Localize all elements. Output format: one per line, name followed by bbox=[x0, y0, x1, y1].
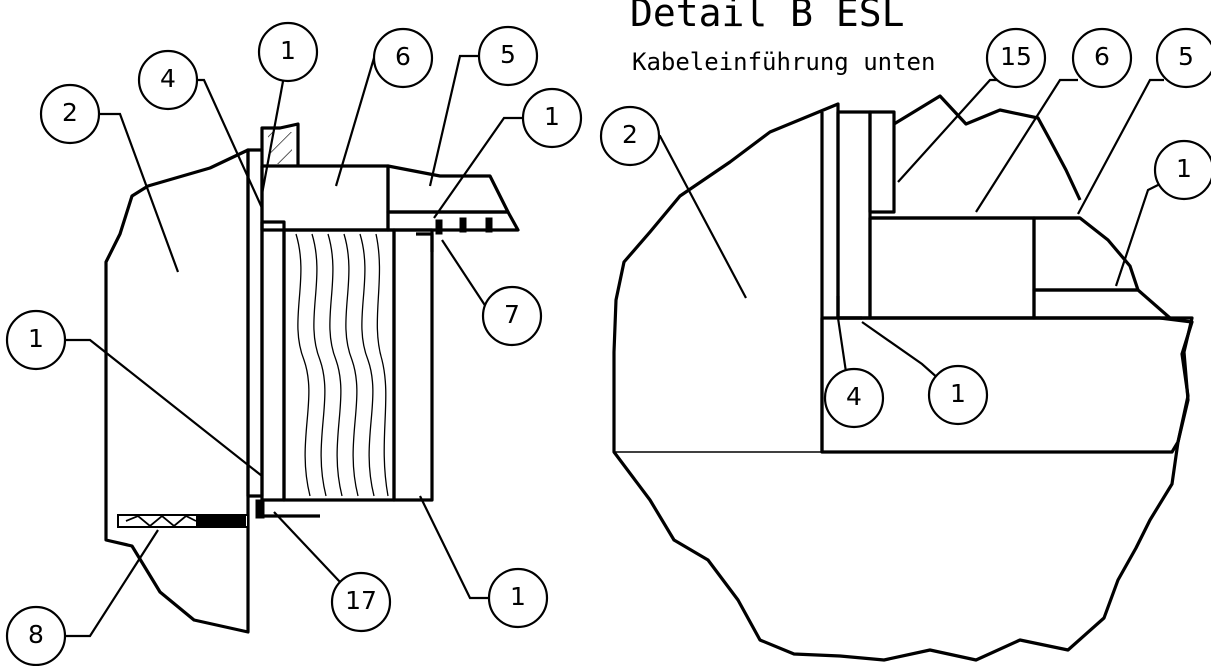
left-frame-right bbox=[392, 228, 434, 502]
callout-label-8: 8 bbox=[28, 620, 44, 649]
leader-line bbox=[897, 78, 1004, 183]
right-block-6 bbox=[868, 216, 1036, 320]
left-insulation-5 bbox=[386, 164, 510, 214]
callout-bubble-2 bbox=[39, 83, 101, 145]
left-angle-17 bbox=[260, 500, 320, 518]
leader-line bbox=[1077, 78, 1164, 215]
right-part-15 bbox=[868, 110, 896, 214]
right-insulation-5 bbox=[1032, 216, 1140, 292]
callout-label-r4: 4 bbox=[846, 382, 862, 411]
leader-line bbox=[634, 134, 747, 299]
callout-label-r1b: 1 bbox=[950, 379, 966, 408]
callout-label-4: 4 bbox=[160, 64, 176, 93]
leader-line bbox=[64, 529, 159, 638]
right-section-view bbox=[612, 94, 1194, 662]
leader-line bbox=[836, 317, 848, 373]
left-callouts: 2 4 1 6 5 1 7 1 17 1 bbox=[5, 21, 583, 666]
leader-line bbox=[1114, 183, 1161, 287]
wood-grain bbox=[295, 233, 389, 497]
callout-label-6: 6 bbox=[395, 42, 411, 71]
drawing-title: Detail B ESL bbox=[630, 0, 905, 35]
callout-bubble-8 bbox=[5, 605, 67, 666]
callout-bubble-r15 bbox=[985, 27, 1047, 89]
callout-bubble-1a bbox=[257, 21, 319, 83]
callout-label-r15: 15 bbox=[1000, 42, 1032, 71]
callout-bubble-7 bbox=[481, 285, 543, 347]
left-wall-section bbox=[104, 148, 250, 634]
callout-label-r5: 5 bbox=[1178, 42, 1194, 71]
callout-bubble-4 bbox=[137, 49, 199, 111]
fastener bbox=[459, 217, 467, 233]
callout-label-17: 17 bbox=[345, 586, 377, 615]
left-top-bracket bbox=[260, 122, 300, 166]
callout-label-5: 5 bbox=[500, 40, 516, 69]
fastener bbox=[255, 499, 265, 519]
leader-line bbox=[419, 495, 490, 600]
callout-bubble-17 bbox=[330, 571, 392, 633]
right-callouts: 2 15 6 5 1 4 1 bbox=[599, 27, 1211, 429]
callout-bubble-5 bbox=[477, 25, 539, 87]
callout-label-1c: 1 bbox=[28, 324, 44, 353]
callout-label-7: 7 bbox=[504, 300, 520, 329]
callout-bubble-r5 bbox=[1155, 27, 1211, 89]
callout-label-r1a: 1 bbox=[1176, 154, 1192, 183]
callout-bubble-1b bbox=[521, 87, 583, 149]
callout-bubble-r4 bbox=[823, 367, 885, 429]
callout-bubble-1d bbox=[487, 567, 549, 629]
leader-line bbox=[273, 511, 341, 583]
drawing-subtitle: Kabeleinführung unten bbox=[632, 48, 935, 76]
left-frame-strip bbox=[260, 220, 286, 502]
right-plate-1 bbox=[1032, 288, 1172, 320]
left-plate-1 bbox=[386, 210, 520, 232]
callout-bubble-1c bbox=[5, 309, 67, 371]
right-top-break bbox=[893, 94, 1082, 201]
fastener bbox=[485, 217, 493, 233]
anchor-screw-8 bbox=[117, 514, 249, 528]
left-section-view bbox=[104, 122, 520, 634]
fastener bbox=[435, 219, 443, 235]
callout-label-1d: 1 bbox=[510, 582, 526, 611]
leader-line bbox=[441, 239, 493, 317]
callout-bubble-r1b bbox=[927, 364, 989, 426]
leader-line bbox=[428, 54, 480, 187]
callout-bubble-r1a bbox=[1153, 139, 1211, 201]
callout-label-r2: 2 bbox=[622, 120, 638, 149]
leader-line bbox=[861, 321, 941, 381]
left-angle-7 bbox=[416, 232, 434, 252]
callout-bubble-6 bbox=[372, 27, 434, 89]
right-plate-4 bbox=[836, 110, 872, 320]
callout-label-2: 2 bbox=[62, 98, 78, 127]
callout-label-1b: 1 bbox=[544, 102, 560, 131]
callout-label-r6: 6 bbox=[1094, 42, 1110, 71]
leader-line bbox=[433, 116, 524, 219]
callout-bubble-r2 bbox=[599, 105, 661, 167]
right-angle-1 bbox=[836, 296, 862, 320]
callout-bubble-r6 bbox=[1071, 27, 1133, 89]
right-ground-section bbox=[612, 102, 1194, 662]
leader-line bbox=[260, 75, 286, 195]
callout-label-1a: 1 bbox=[280, 36, 296, 65]
leader-line bbox=[64, 338, 263, 477]
leader-line bbox=[334, 57, 376, 187]
leader-line bbox=[975, 78, 1078, 213]
